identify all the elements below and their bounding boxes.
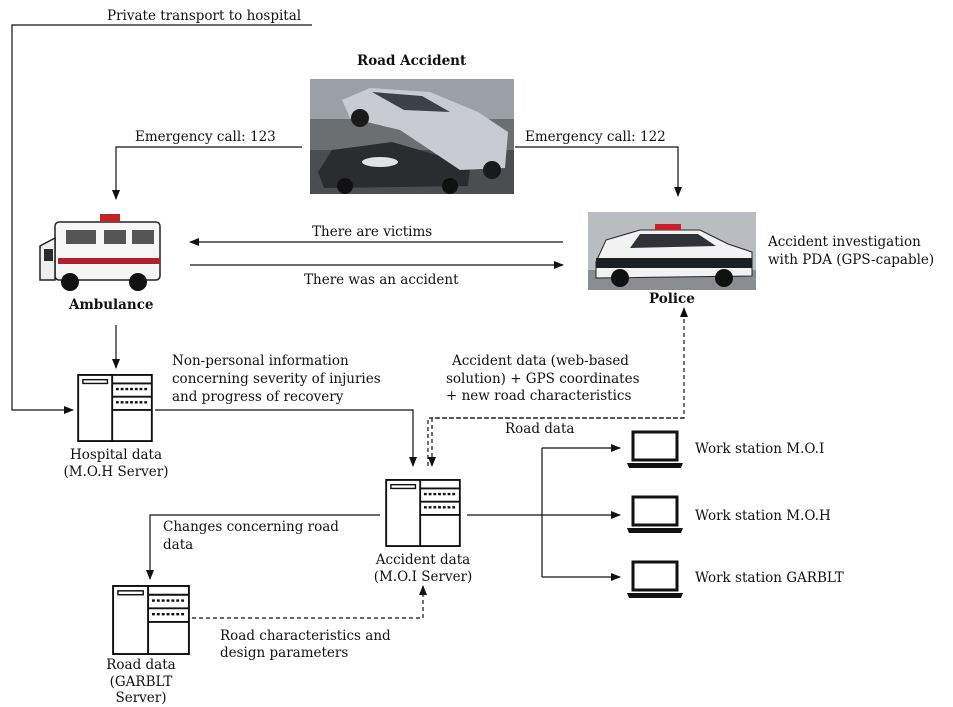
road-server-label-3: Server) (115, 690, 167, 706)
ambulance-icon (39, 214, 161, 291)
workstation-moi-label: Work station M.O.I (695, 441, 825, 457)
hospital-info-line-1: Non-personal information (172, 353, 349, 369)
police-note-line-2: with PDA (GPS-capable) (768, 252, 935, 268)
hospital-info-line-3: and progress of recovery (172, 389, 344, 405)
road-server-label-2: (GARBLT (109, 674, 173, 690)
road-accident-photo (310, 79, 514, 194)
emergency-call-123-arrow (112, 146, 302, 200)
police-label: Police (649, 291, 695, 307)
private-transport-label: Private transport to hospital (107, 8, 302, 24)
road-changes-line-1: Changes concerning road (163, 519, 339, 535)
emergency-call-122-label: Emergency call: 122 (525, 129, 666, 145)
hospital-to-accident-arrow (155, 409, 417, 467)
hospital-server-label-1: Hospital data (69, 447, 163, 463)
accident-to-road-arrow (146, 514, 380, 580)
workstation-distribution (467, 444, 621, 581)
workstation-moh-label: Work station M.O.H (695, 508, 831, 524)
police-data-line-1: Accident data (web-based (452, 353, 629, 369)
road-changes-line-2: data (163, 537, 194, 553)
workstation-garblt-label: Work station GARBLT (695, 570, 844, 586)
police-to-accident-dashed-arrow (428, 417, 684, 467)
road-chars-line-2: design parameters (220, 645, 349, 661)
emergency-call-123-label: Emergency call: 123 (135, 129, 276, 145)
road-to-accident-dashed-arrow (192, 585, 427, 619)
police-car-photo (588, 212, 756, 290)
hospital-info-line-2: concerning severity of injuries (172, 371, 381, 387)
accident-server-icon (384, 479, 462, 547)
police-data-line-2: solution) + GPS coordinates (446, 371, 640, 387)
road-chars-line-1: Road characteristics and (220, 628, 391, 644)
road-data-flow-label: Road data (505, 421, 575, 437)
road-accident-title: Road Accident (357, 53, 467, 69)
private-transport-flow (11, 24, 312, 414)
victims-label: There are victims (312, 224, 433, 240)
accident-server-label-2: (M.O.I Server) (373, 569, 473, 585)
road-server-icon (112, 585, 190, 655)
ambulance-label: Ambulance (69, 297, 154, 313)
police-note-line-1: Accident investigation (768, 234, 921, 250)
accident-server-label-1: Accident data (375, 552, 471, 568)
accident-occurred-label: There was an accident (304, 272, 459, 288)
laptop-garblt-icon (625, 560, 685, 600)
emergency-call-122-arrow (515, 146, 682, 197)
police-data-line-3: + new road characteristics (446, 388, 632, 404)
hospital-server-icon (77, 374, 153, 442)
road-server-label-1: Road data (106, 657, 176, 673)
laptop-moi-icon (625, 430, 685, 470)
laptop-moh-icon (625, 495, 685, 535)
hospital-server-label-2: (M.O.H Server) (63, 464, 169, 480)
